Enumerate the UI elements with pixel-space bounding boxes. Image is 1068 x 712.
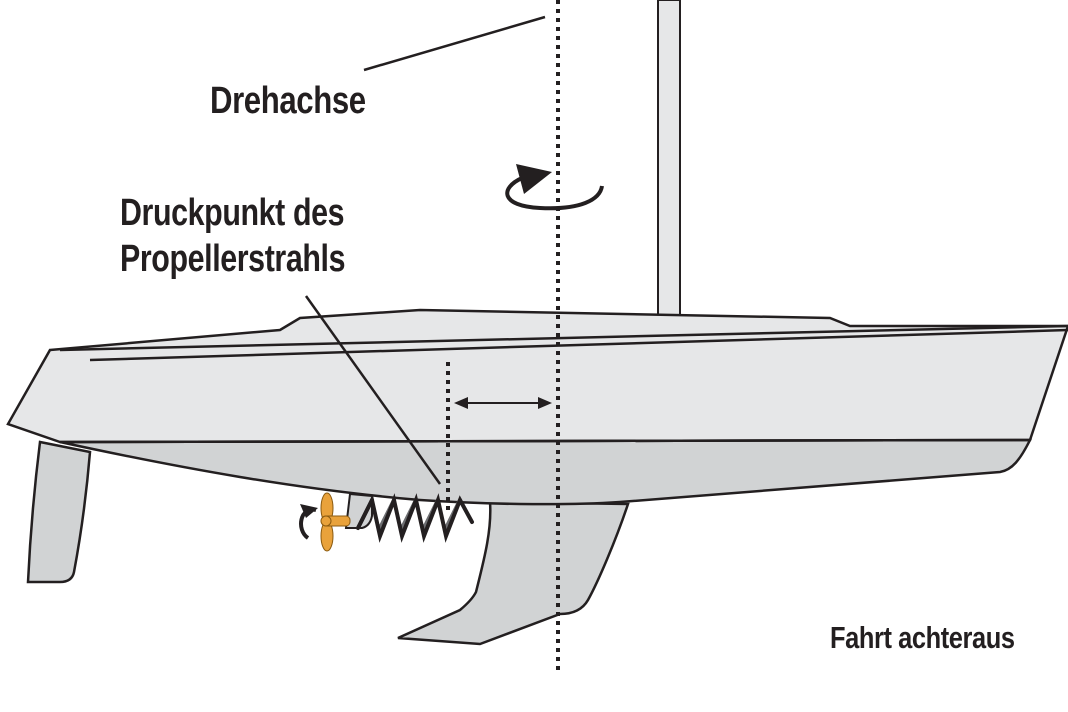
mast [657,0,681,317]
distance-arrow-icon [454,397,552,409]
pressure-point-label: Druckpunkt des Propellerstrahls [120,190,345,282]
hull-topsides [6,308,1068,444]
hull-underbody [59,438,1033,506]
rotation-axis-label: Drehachse [210,80,366,122]
shaft-housing [344,492,373,529]
waterline [59,438,1031,444]
propeller-rotation-icon [299,504,318,540]
propeller-wash-spiral [356,493,474,543]
keel [397,500,630,646]
rudder [26,440,92,584]
sheer-line [89,328,1068,362]
mode-label: Fahrt achteraus [830,620,1015,655]
propeller-icon [320,492,351,552]
pressure-point-label-line2: Propellerstrahls [120,238,346,280]
pressure-leader-line [304,295,442,485]
pressure-point-label-line1: Druckpunkt des [120,192,345,234]
axis-leader-line [363,15,546,72]
rotation-arrow-icon [505,164,604,211]
deck-line [59,324,1068,352]
